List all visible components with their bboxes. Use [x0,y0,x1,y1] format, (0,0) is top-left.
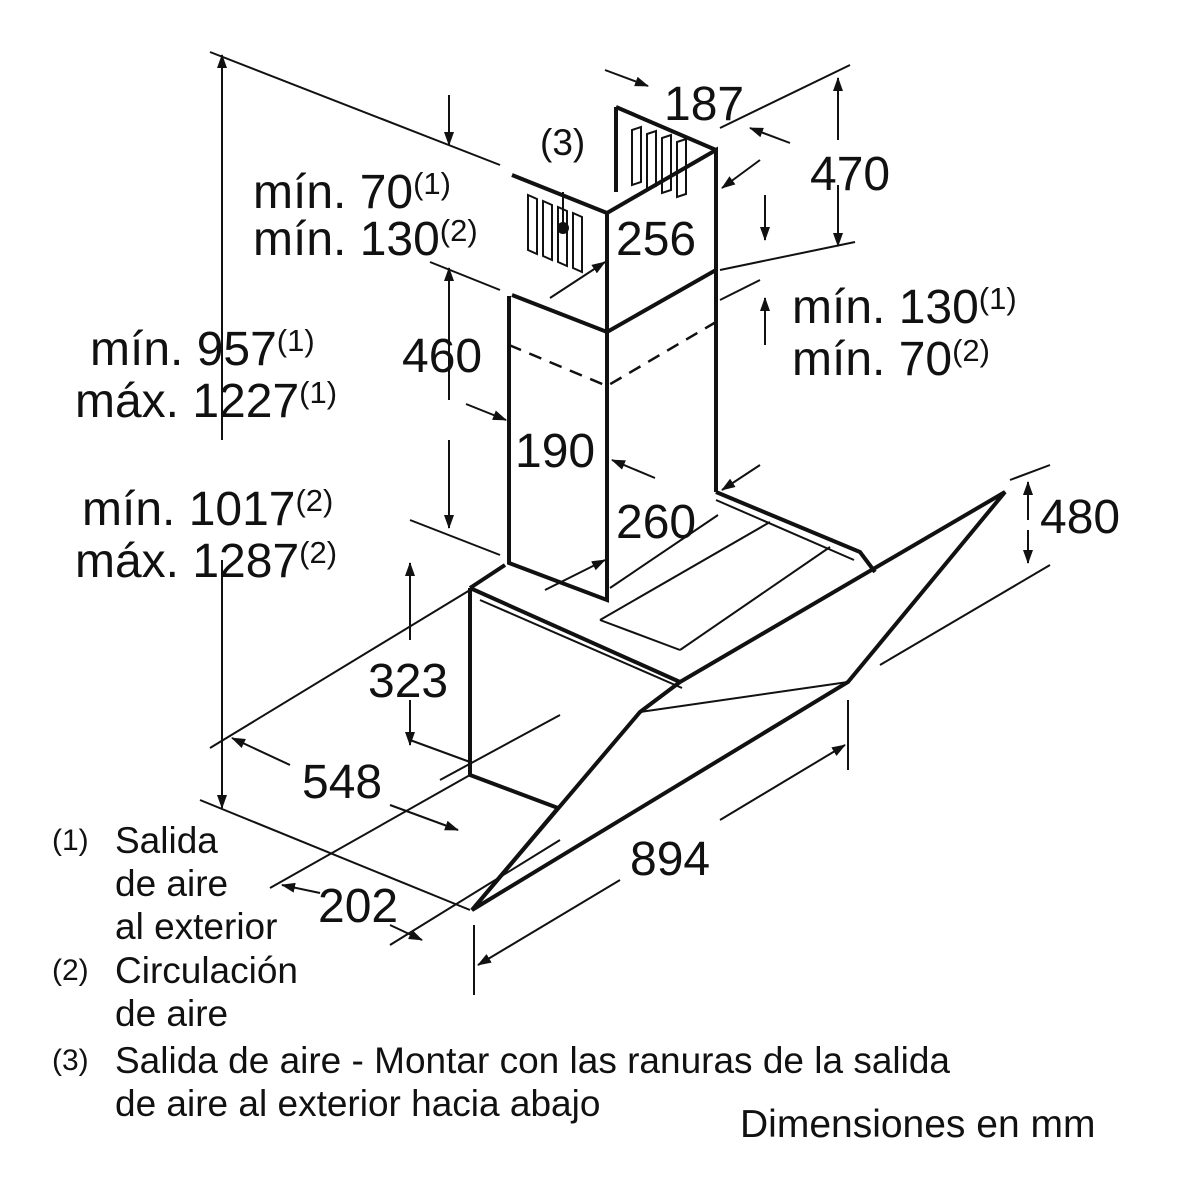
svg-text:(3): (3) [52,1044,89,1077]
dimension-lines [199,51,1051,995]
svg-text:(1): (1) [52,824,89,857]
svg-text:mín. 957(1): mín. 957(1) [90,323,315,376]
callout-3: (3) [540,122,585,163]
svg-text:mín. 70(2): mín. 70(2) [792,333,990,386]
svg-text:mín. 70(1): mín. 70(1) [253,166,451,219]
dim-187: 187 [664,78,744,131]
dim-480: 480 [1040,491,1120,544]
vent-slots-icon [527,125,687,274]
note-top-right: mín. 130(1) mín. 70(2) [792,281,1017,386]
svg-text:Circulación: Circulación [115,950,298,991]
svg-text:(2): (2) [52,954,89,987]
dim-323: 323 [368,655,448,708]
svg-text:Salida: Salida [115,820,218,861]
dim-548: 548 [302,756,382,809]
legend-item-1: (1) Salida de aire al exterior [52,820,277,947]
legend: (1) Salida de aire al exterior (2) Circu… [52,820,950,1124]
note-height-circulation: mín. 1017(2) máx. 1287(2) [75,483,337,588]
dim-260: 260 [616,496,696,549]
svg-text:de aire: de aire [115,993,228,1034]
svg-text:mín. 130(1): mín. 130(1) [792,281,1017,334]
svg-text:mín. 130(2): mín. 130(2) [253,213,478,266]
dim-256: 256 [616,213,696,266]
svg-text:de aire: de aire [115,863,228,904]
legend-item-2: (2) Circulación de aire [52,950,298,1034]
hood-outline [468,105,1007,912]
dim-460: 460 [402,330,482,383]
dim-470: 470 [810,148,890,201]
note-top-left: mín. 70(1) mín. 130(2) [253,166,478,266]
note-height-exterior: mín. 957(1) máx. 1227(1) [75,323,337,428]
dim-894: 894 [630,833,710,886]
svg-text:de aire al exterior hacia abaj: de aire al exterior hacia abajo [115,1083,600,1124]
dim-202: 202 [318,880,398,933]
svg-text:al exterior: al exterior [115,906,277,947]
legend-item-3: (3) Salida de aire - Montar con las ranu… [52,1040,950,1124]
svg-text:máx. 1287(2): máx. 1287(2) [75,535,337,588]
units-caption: Dimensiones en mm [740,1103,1095,1146]
svg-text:mín. 1017(2): mín. 1017(2) [82,483,333,536]
svg-text:Salida de aire - Montar con la: Salida de aire - Montar con las ranuras … [115,1040,950,1081]
dim-190: 190 [515,425,595,478]
svg-text:máx. 1227(1): máx. 1227(1) [75,375,337,428]
